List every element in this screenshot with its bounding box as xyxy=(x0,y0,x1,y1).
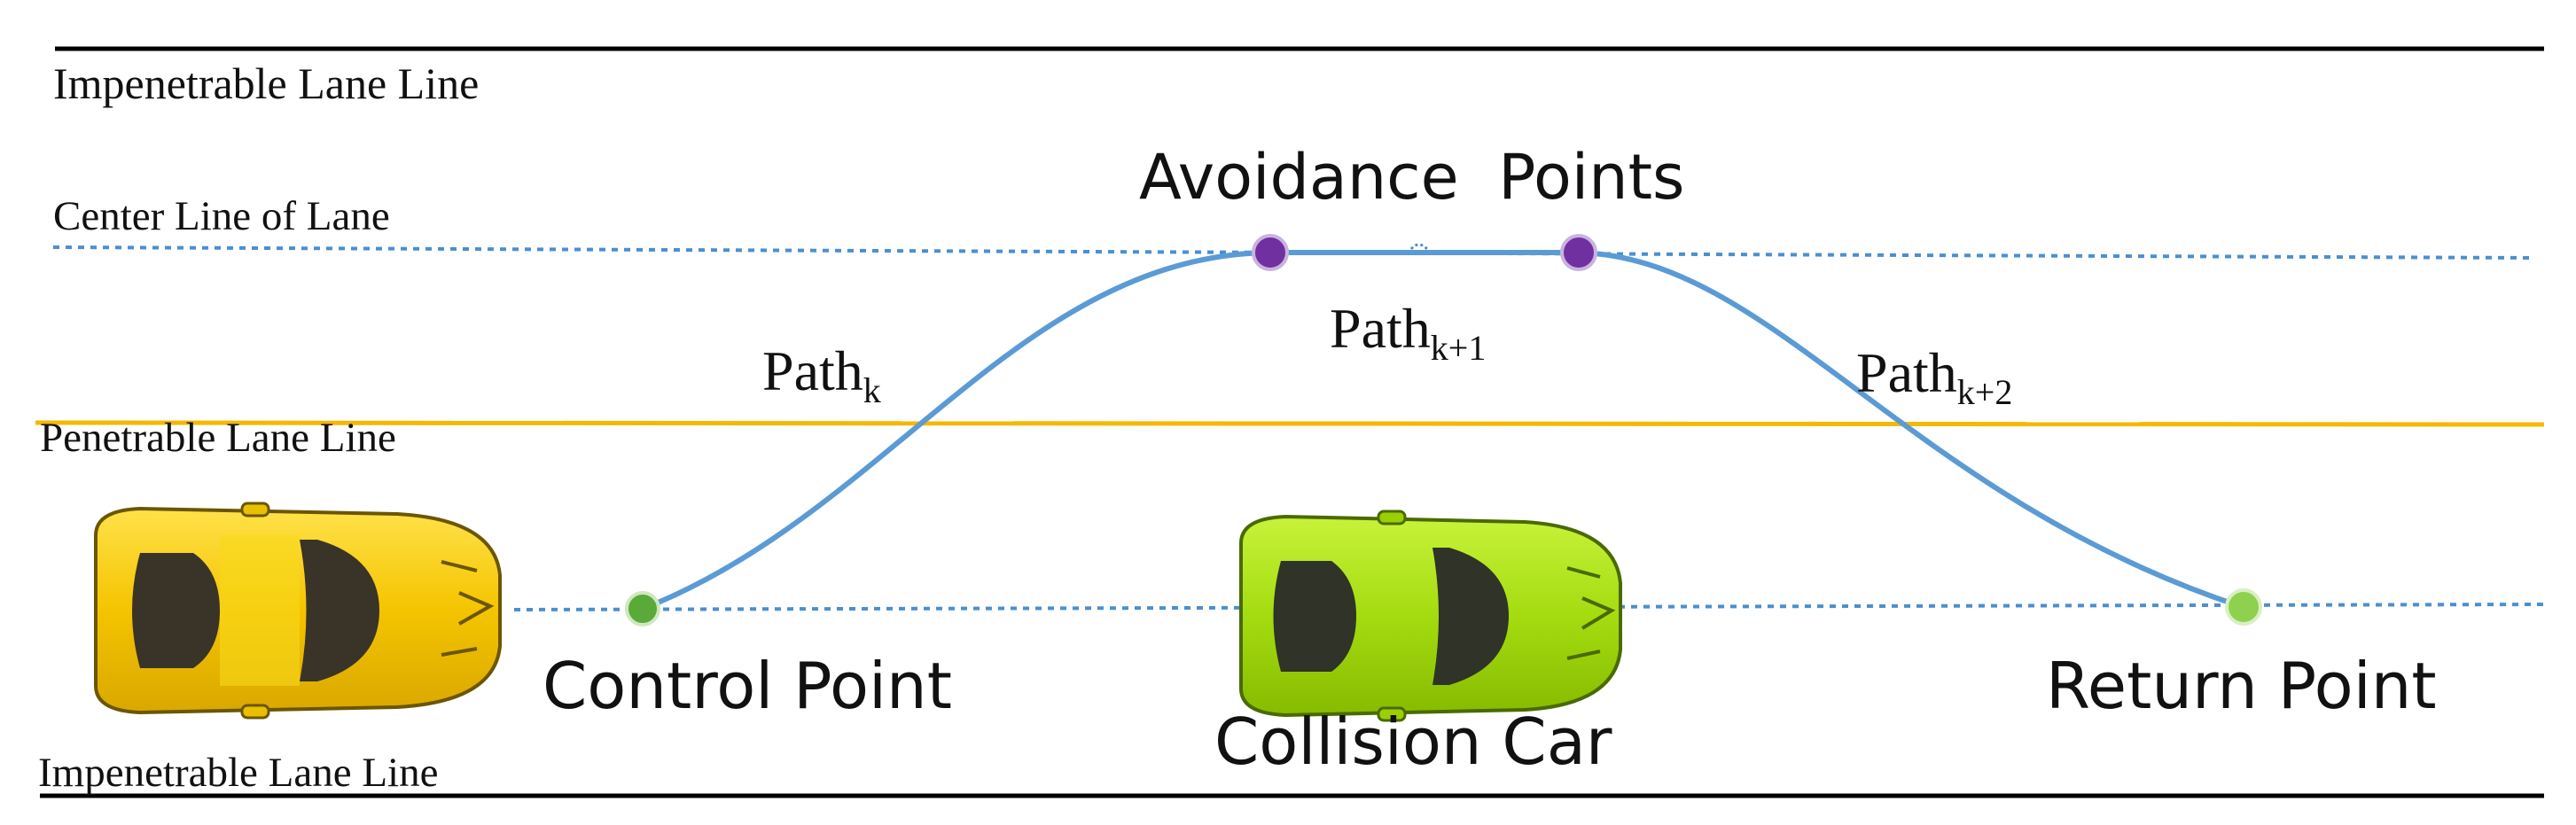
collision-car-label: Collision Car xyxy=(1214,704,1612,779)
avoidance-point-marker-2 xyxy=(1560,234,1597,271)
return-point-label: Return Point xyxy=(2046,649,2437,723)
bottom-lane-line-label: Impenetrable Lane Line xyxy=(38,750,438,796)
path-k-base: Path xyxy=(762,339,863,402)
upper-lane-center-line xyxy=(52,245,2532,260)
path-k1-sub: k+1 xyxy=(1431,328,1487,368)
path-k-label: Pathk xyxy=(762,339,881,410)
path-k-sub: k xyxy=(863,370,881,410)
avoidance-point-marker-1 xyxy=(1252,234,1289,271)
penetrable-lane-line-label: Penetrable Lane Line xyxy=(40,415,396,461)
path-k2-label: Pathk+2 xyxy=(1856,341,2012,412)
avoidance-points-label: Avoidance Points xyxy=(1139,141,1685,214)
control-point-label: Control Point xyxy=(543,649,952,723)
penetrable-lane-line xyxy=(35,420,2545,427)
lower-lane-center-line xyxy=(513,603,2545,611)
center-lane-line-label: Center Line of Lane xyxy=(53,193,390,239)
top-lane-line-label: Impenetrable Lane Line xyxy=(53,58,479,108)
collision-car-icon xyxy=(1239,510,1622,722)
avoidance-path-curve xyxy=(641,250,2244,611)
path-k2-sub: k+2 xyxy=(1957,372,2013,412)
path-k2-base: Path xyxy=(1856,341,1957,404)
control-point-marker xyxy=(625,591,660,627)
path-k1-label: Pathk+1 xyxy=(1330,297,1486,368)
ego-car-icon xyxy=(94,502,502,720)
path-artifact-mark xyxy=(1409,243,1429,251)
return-point-marker xyxy=(2225,588,2262,626)
path-k1-base: Path xyxy=(1330,297,1431,360)
